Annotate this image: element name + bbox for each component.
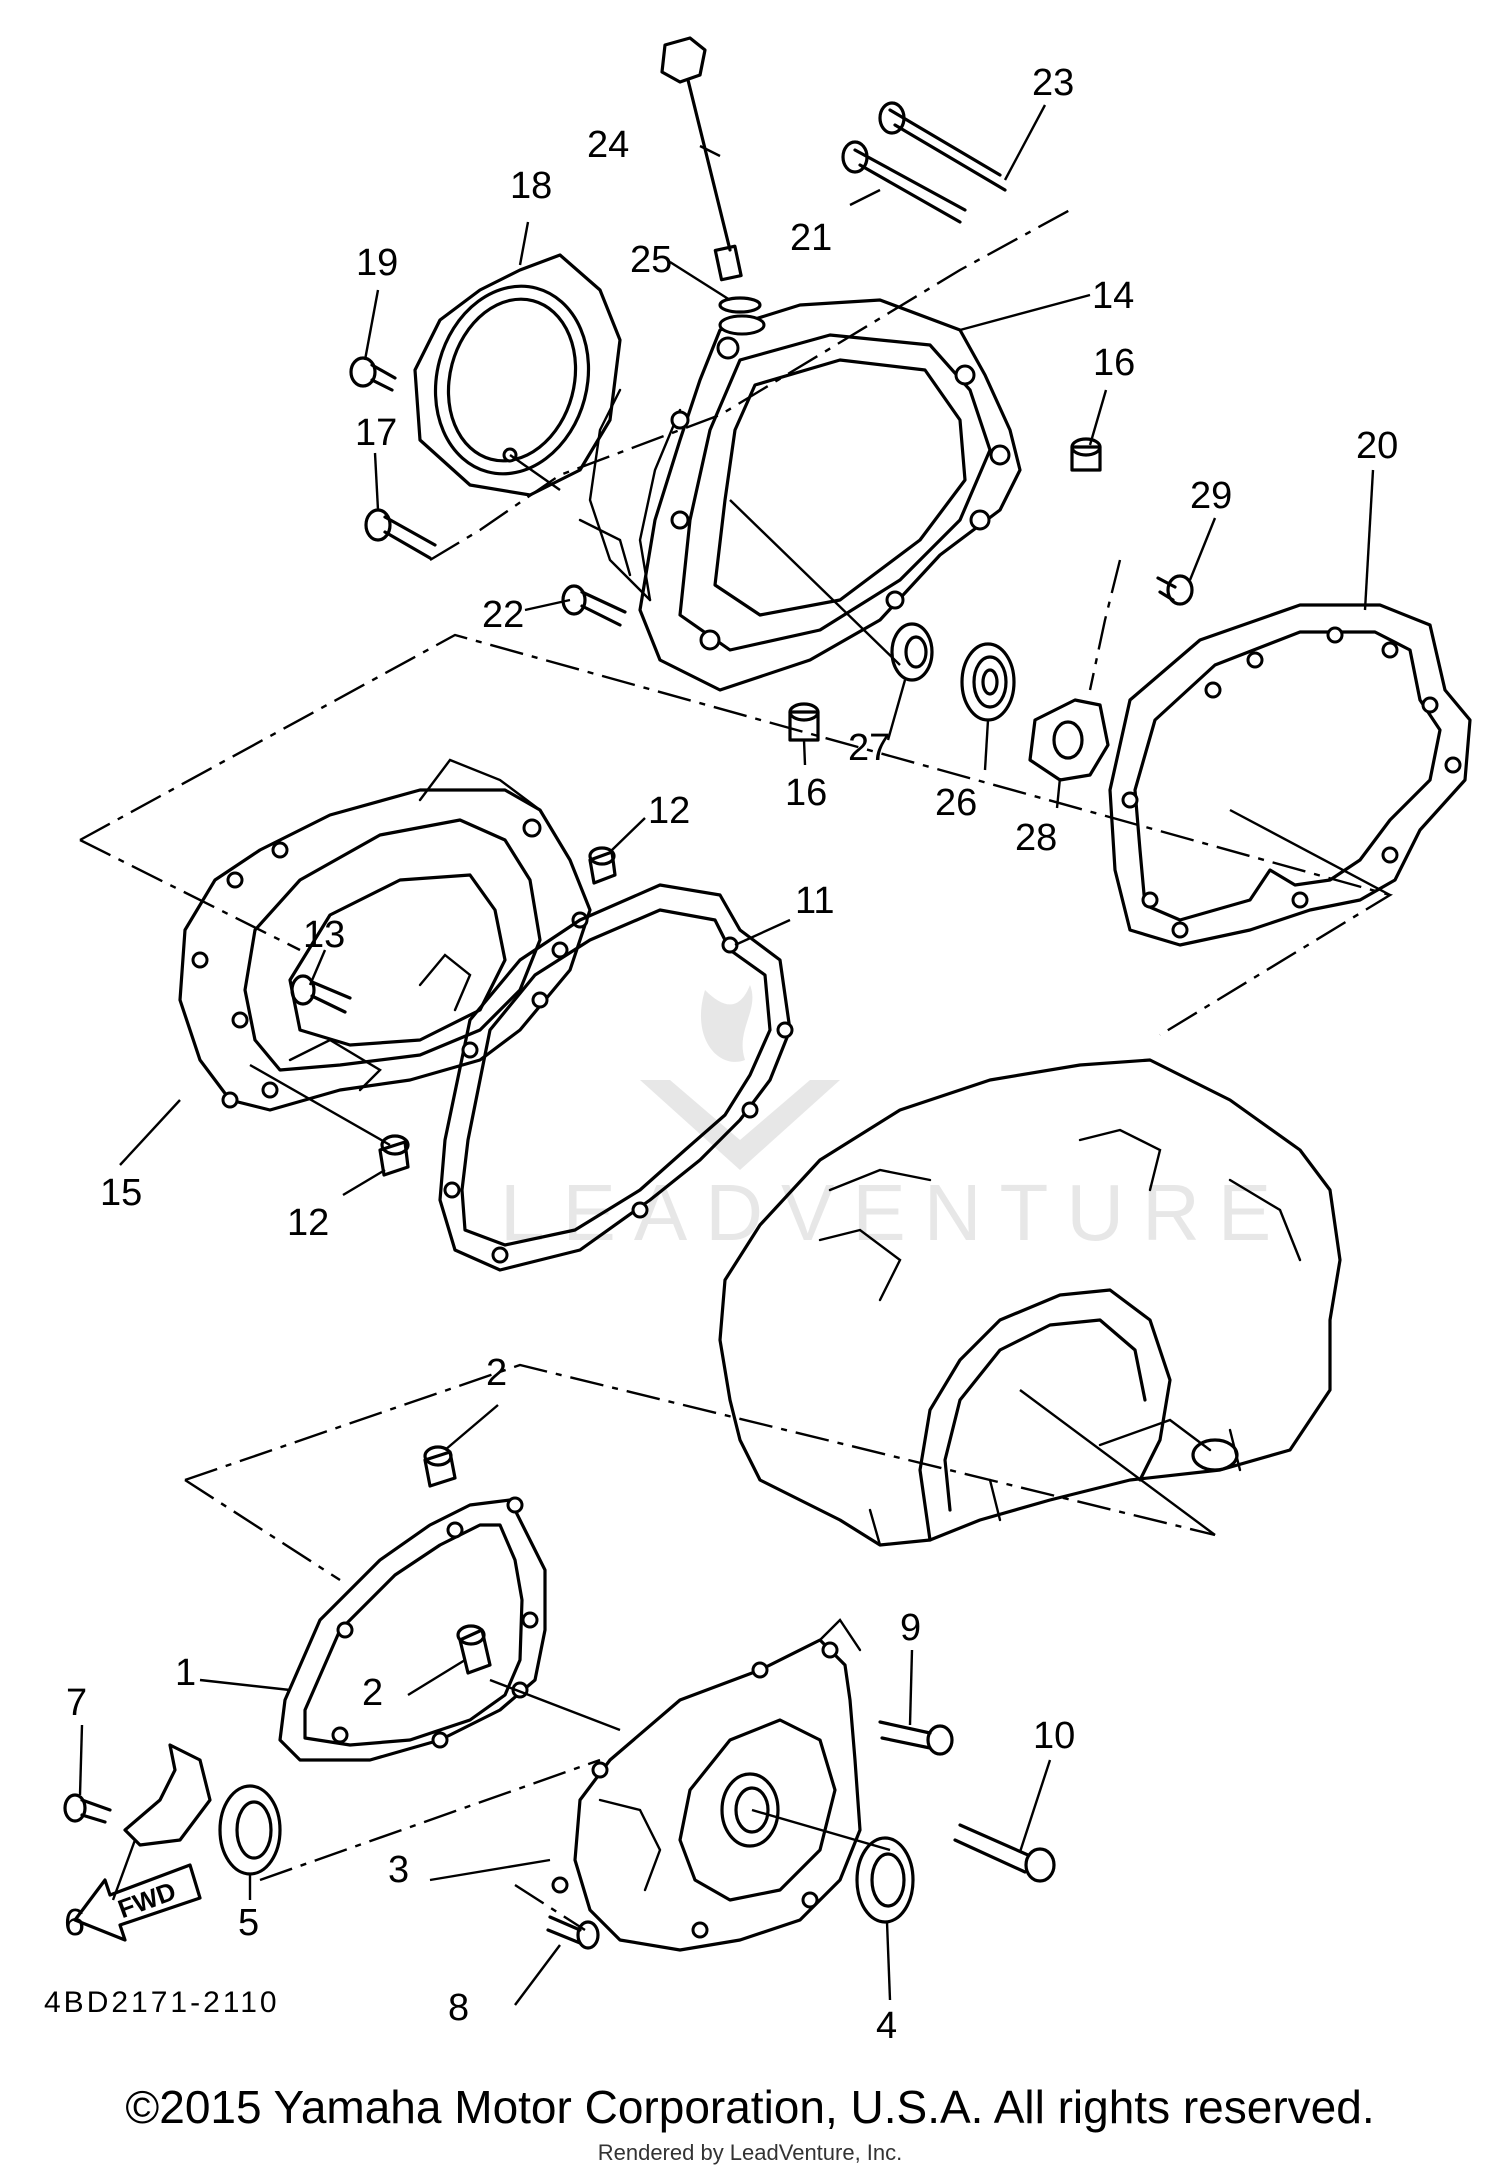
gasket-20 (1108, 603, 1472, 947)
callout-21: 21 (790, 217, 832, 259)
copyright-notice: ©2015 Yamaha Motor Corporation, U.S.A. A… (125, 2081, 1375, 2133)
callout-9: 9 (900, 1607, 921, 1649)
callout-22: 22 (482, 594, 524, 636)
fwd-arrow-icon: FWD (73, 1863, 202, 1942)
callout-29: 29 (1190, 475, 1232, 517)
callout-12b: 12 (287, 1202, 329, 1244)
crankcase (718, 1058, 1342, 1547)
callout-19: 19 (356, 242, 398, 284)
retainer-plate-6 (123, 1743, 212, 1847)
callout-24: 24 (587, 124, 629, 166)
gasket-1 (278, 1496, 547, 1762)
oil-seal-and-bearing (890, 622, 1110, 782)
callout-10: 10 (1033, 1715, 1075, 1757)
exploded-parts-diagram: LEADVENTURE (63, 36, 1472, 2040)
oil-seal-5 (218, 1784, 282, 1876)
watermark-text: LEADVENTURE (500, 1168, 1289, 1257)
cover-plate (413, 253, 622, 497)
callout-11: 11 (795, 880, 834, 922)
callout-26: 26 (935, 782, 977, 824)
callout-20: 20 (1356, 425, 1398, 467)
callout-28: 28 (1015, 817, 1057, 859)
callout-3: 3 (388, 1849, 409, 1891)
dowel-pins-2 (423, 1445, 621, 1732)
dowel-pins-16 (788, 437, 1102, 742)
callout-7: 7 (66, 1682, 87, 1724)
callout-2b: 2 (362, 1672, 383, 1714)
gasket-11 (438, 883, 794, 1272)
callout-4: 4 (876, 2005, 897, 2040)
callout-27: 27 (848, 727, 890, 769)
rendered-by-credit: Rendered by LeadVenture, Inc. (597, 2140, 903, 2165)
crankcase-cover-inner (578, 298, 1022, 692)
callout-numbers: 1 2 2 3 4 5 6 7 8 9 10 11 12 12 13 14 15… (64, 62, 1398, 2040)
callout-15: 15 (100, 1172, 142, 1214)
bolts-top (349, 101, 1194, 627)
clutch-cover-15 (178, 758, 592, 1112)
callout-1: 1 (175, 1652, 196, 1694)
catalog-number: 4BD2171-2110 (44, 1986, 280, 2019)
callout-17: 17 (355, 412, 397, 454)
callout-25: 25 (630, 239, 672, 281)
crankcase-cover-3 (551, 1618, 891, 1952)
callout-8: 8 (448, 1987, 469, 2029)
callout-6: 6 (64, 1902, 85, 1944)
callout-18: 18 (510, 165, 552, 207)
oil-seal-4 (855, 1836, 915, 1924)
callout-leaders (78, 104, 1375, 2006)
leadventure-watermark: LEADVENTURE (500, 985, 1289, 1257)
callout-12a: 12 (648, 790, 690, 832)
callout-13: 13 (303, 914, 345, 956)
callout-5: 5 (238, 1902, 259, 1944)
callout-23: 23 (1032, 62, 1074, 104)
callout-2a: 2 (486, 1352, 507, 1394)
dowel-pins-12 (249, 846, 617, 1177)
callout-16b: 16 (785, 772, 827, 814)
callout-16a: 16 (1093, 342, 1135, 384)
bolts-bottom (63, 1720, 1056, 1950)
oil-level-gauge (660, 36, 762, 314)
assembly-boundary-lines (79, 208, 1393, 1932)
callout-14: 14 (1092, 275, 1134, 317)
bolt-13 (290, 974, 352, 1014)
